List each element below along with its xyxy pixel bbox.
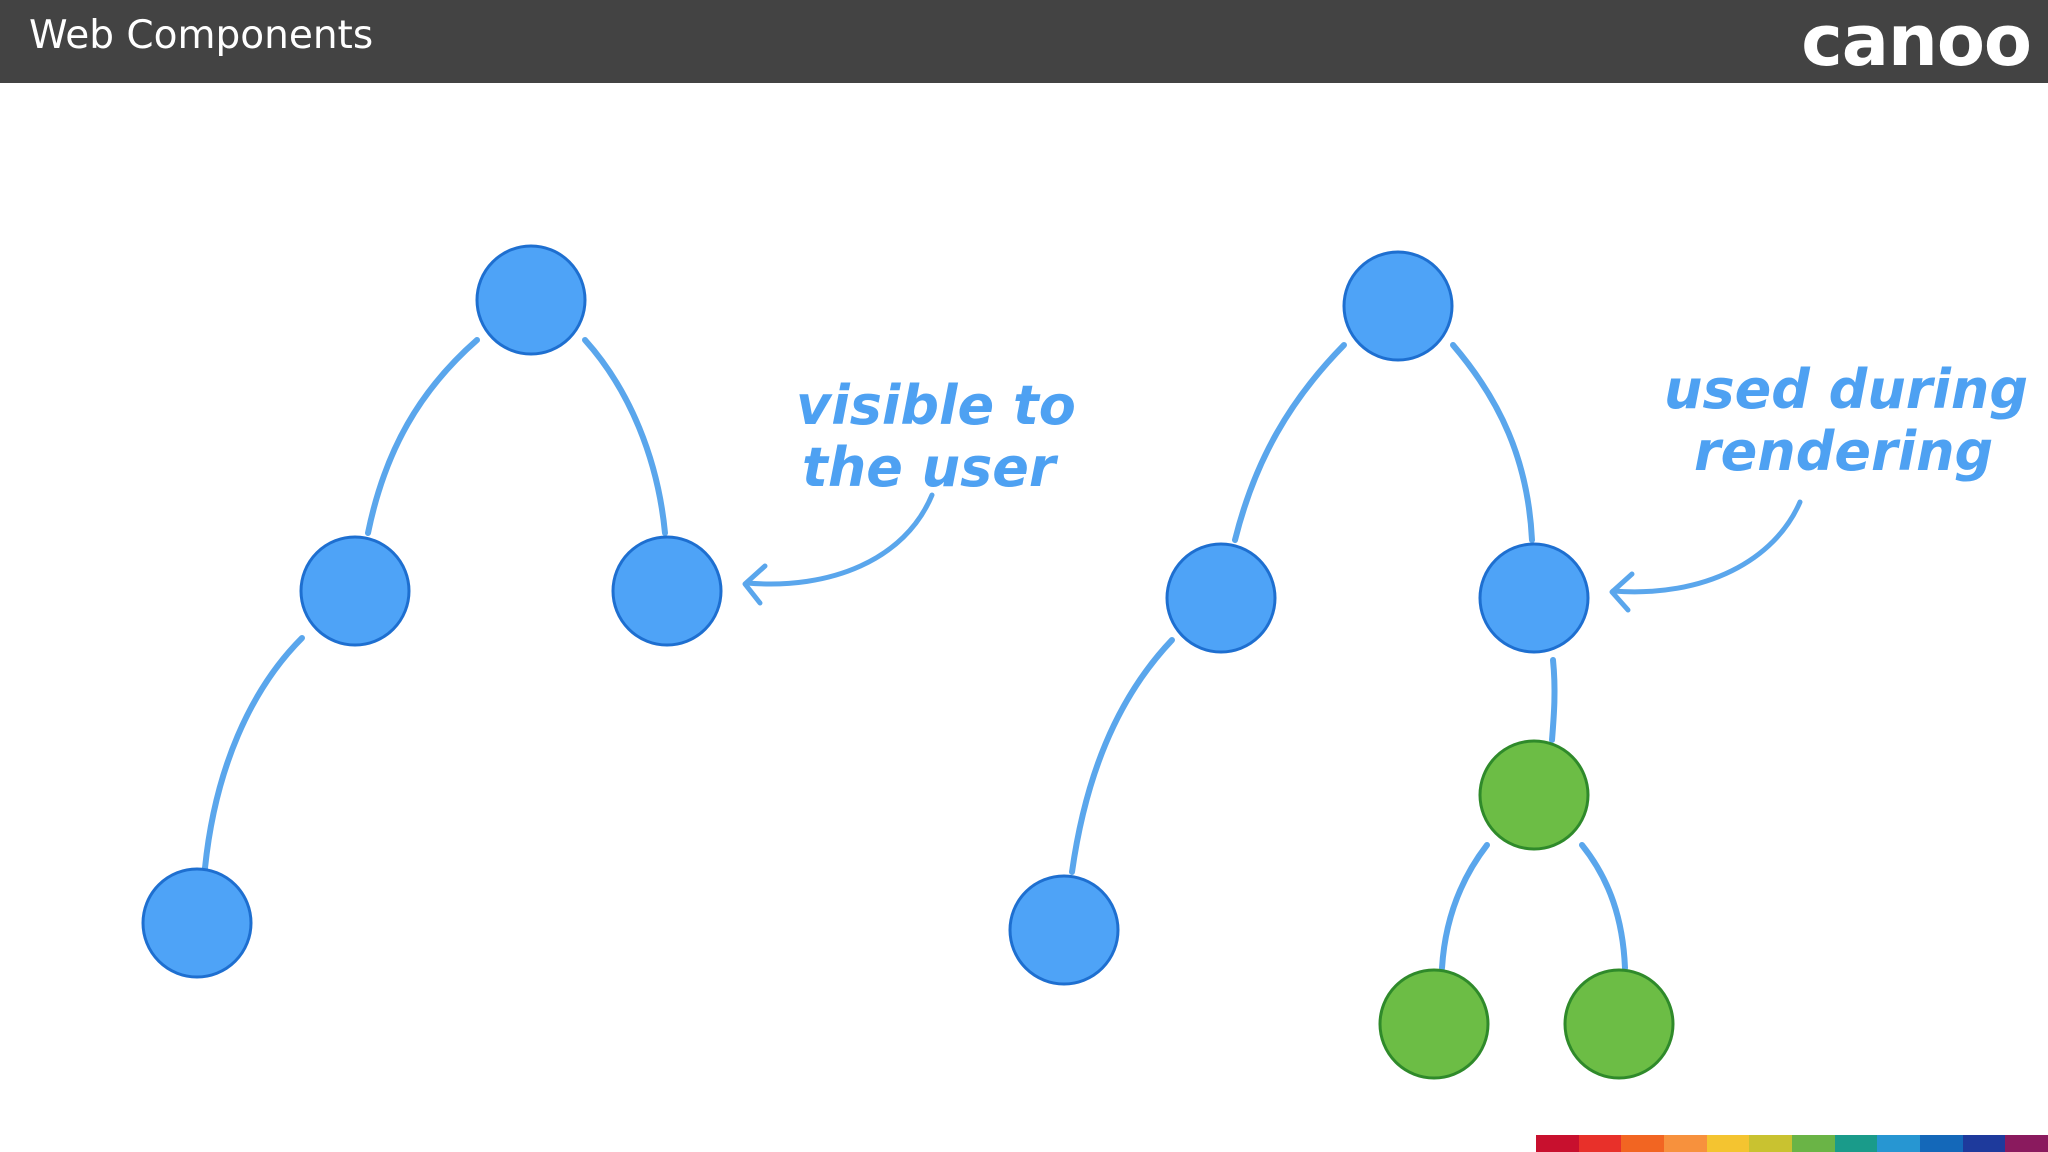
left-annotation-line-2: the user [802, 436, 1059, 499]
edge [1549, 657, 1558, 743]
stripe-segment [1749, 1135, 1793, 1152]
stripe-segment [1706, 1135, 1750, 1152]
edge [582, 337, 668, 536]
stripe-segment [1536, 1135, 1579, 1152]
shadow-child-node-a [1378, 968, 1490, 1080]
left-tree-edges [202, 337, 668, 871]
edge [1069, 637, 1175, 875]
right-annotation-arrow [1610, 499, 1803, 595]
left-root-node [475, 244, 587, 356]
left-annotation-line-1: visible to [796, 374, 1076, 437]
stripe-segment [1877, 1135, 1921, 1152]
stripe-segment [1834, 1135, 1878, 1152]
header-bar: Web Components canoo [0, 0, 2048, 83]
stripe-segment [1621, 1135, 1665, 1152]
left-child-node-a [299, 535, 411, 647]
right-tree-blue-nodes [1008, 250, 1590, 986]
left-child-node-b [611, 535, 723, 647]
left-arrowhead [742, 563, 768, 606]
right-annotation-line-2: rendering [1694, 420, 1993, 483]
edge [1439, 842, 1490, 971]
right-child-node-a [1165, 542, 1277, 654]
left-grandchild-node [141, 867, 253, 979]
right-arrowhead [1609, 571, 1635, 613]
right-annotation-line-1: used during [1664, 358, 2028, 421]
edge [365, 337, 480, 536]
left-annotation-arrow [744, 492, 935, 587]
edge [1232, 342, 1347, 543]
edge [1450, 342, 1535, 543]
annotation-arrows [742, 492, 1803, 613]
edge [202, 635, 305, 871]
stripe-segment [2005, 1135, 2048, 1152]
brand-color-stripe [1536, 1135, 2048, 1152]
right-tree-green-nodes [1378, 739, 1675, 1080]
right-child-node-b [1478, 542, 1590, 654]
stripe-segment [1792, 1135, 1835, 1152]
right-root-node [1342, 250, 1454, 362]
stripe-segment [1962, 1135, 2006, 1152]
stripe-segment [1578, 1135, 1622, 1152]
shadow-child-node-b [1563, 968, 1675, 1080]
canoo-logo: canoo [1801, 0, 2032, 82]
right-tree-edges [1069, 342, 1628, 971]
stripe-segment [1920, 1135, 1963, 1152]
shadow-root-node [1478, 739, 1590, 851]
stripe-segment [1664, 1135, 1707, 1152]
right-grandchild-node [1008, 874, 1120, 986]
edge [1579, 842, 1628, 971]
slide-title: Web Components [29, 13, 374, 58]
left-tree-nodes [141, 244, 723, 979]
